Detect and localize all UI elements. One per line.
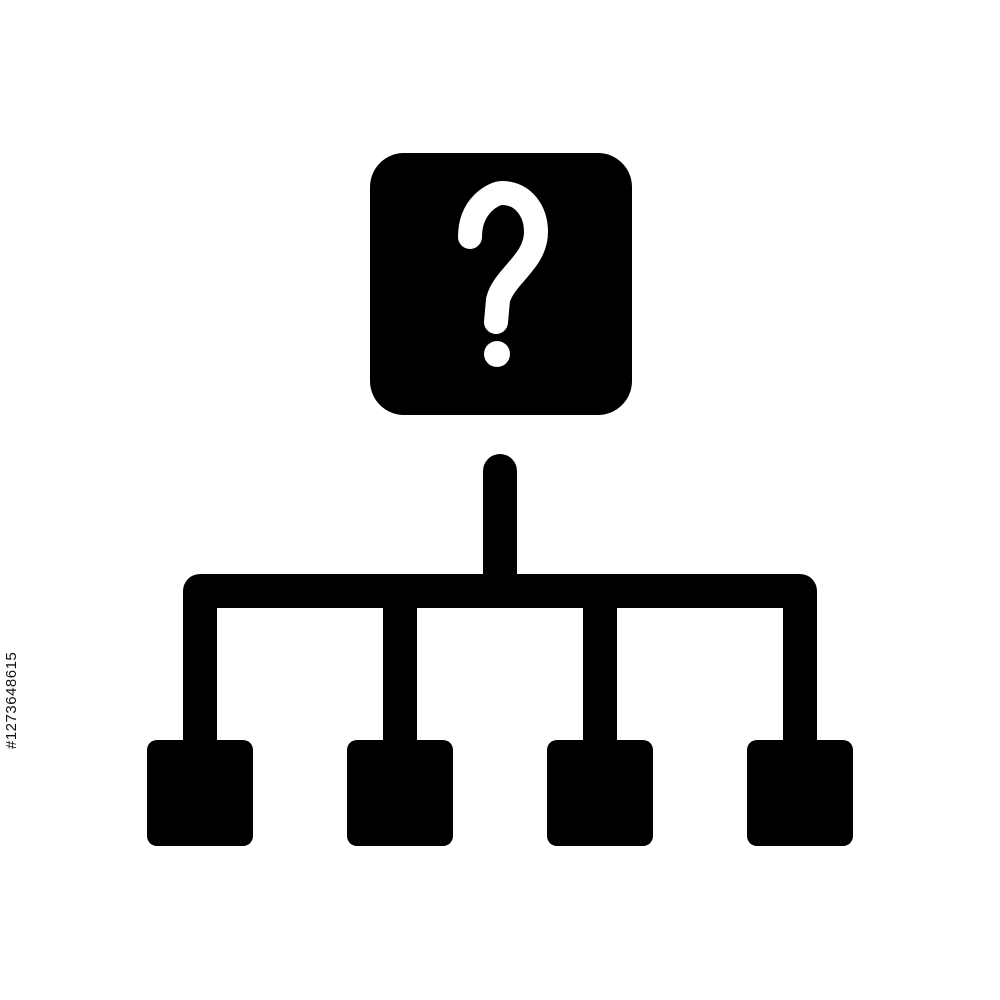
stock-id-label: #1273648615 (3, 651, 20, 749)
child-node-4 (747, 740, 853, 846)
child-node-3 (547, 740, 653, 846)
question-dot (484, 341, 510, 367)
child-node-2 (347, 740, 453, 846)
child-node-1 (147, 740, 253, 846)
question-mark-icon (458, 181, 548, 334)
connector-lines (183, 454, 817, 777)
